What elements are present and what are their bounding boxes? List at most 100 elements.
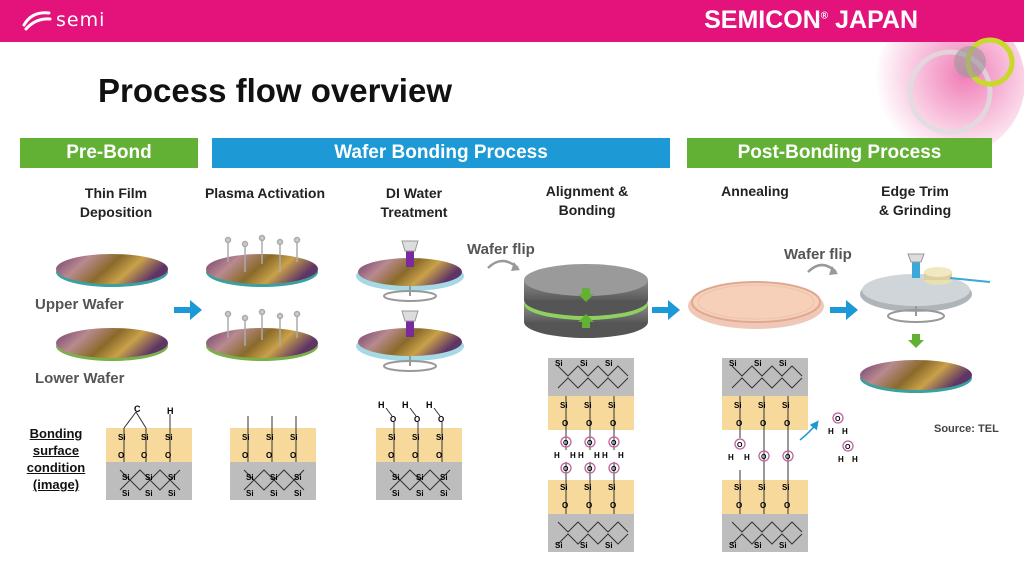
svg-text:H: H — [378, 400, 385, 410]
step-edge-trim: Edge Trim& Grinding — [878, 183, 952, 218]
svg-text:Si: Si — [729, 359, 737, 368]
svg-text:Si: Si — [754, 359, 762, 368]
svg-text:O: O — [785, 454, 791, 461]
semi-logo-text: semi — [56, 9, 106, 31]
svg-text:Si: Si — [779, 541, 787, 550]
svg-text:Si: Si — [555, 541, 563, 550]
svg-text:Si: Si — [758, 483, 766, 492]
flow-arrow-1 — [174, 300, 202, 320]
svg-text:Si: Si — [754, 541, 762, 550]
svg-text:Si: Si — [584, 401, 592, 410]
svg-text:O: O — [562, 419, 568, 428]
svg-text:O: O — [412, 451, 418, 460]
svg-text:Si: Si — [290, 433, 298, 442]
svg-text:Si: Si — [440, 473, 448, 482]
svg-text:O: O — [563, 440, 569, 447]
svg-text:O: O — [737, 442, 743, 449]
wafer-flip-label-2: Wafer flip — [784, 246, 852, 263]
event-title-mark: ® — [820, 10, 829, 22]
surface-bonding-stack: Si Si Si Si Si Si O O O O O O H H H H H … — [548, 358, 634, 552]
svg-text:O: O — [390, 415, 396, 424]
svg-text:Si: Si — [584, 483, 592, 492]
svg-text:H: H — [426, 400, 433, 410]
step-annealing: Annealing — [721, 183, 789, 199]
svg-text:Si: Si — [242, 433, 250, 442]
svg-text:O: O — [438, 415, 444, 424]
svg-text:O: O — [760, 501, 766, 510]
semi-logo: semi — [22, 8, 132, 32]
wafer-lower-plasma — [206, 328, 318, 361]
svg-text:O: O — [436, 451, 442, 460]
svg-text:O: O — [242, 451, 248, 460]
svg-text:Si: Si — [758, 401, 766, 410]
svg-text:O: O — [784, 501, 790, 510]
lower-wafer-label: Lower Wafer — [35, 370, 125, 387]
surface-prebond: C H Si Si Si O O O Si Si Si Si Si Si — [106, 404, 192, 500]
svg-text:H: H — [167, 406, 174, 416]
svg-text:Si: Si — [436, 433, 444, 442]
svg-text:Si: Si — [608, 401, 616, 410]
svg-text:H: H — [402, 400, 409, 410]
svg-text:H: H — [852, 455, 858, 464]
svg-text:H: H — [728, 453, 734, 462]
svg-text:Si: Si — [605, 541, 613, 550]
wafer-lower-prebond — [56, 328, 168, 361]
svg-text:Si: Si — [729, 541, 737, 550]
svg-text:Si: Si — [734, 483, 742, 492]
svg-text:O: O — [587, 440, 593, 447]
svg-text:O: O — [165, 451, 171, 460]
surface-di-water: H H H O O O Si Si Si O O O Si Si Si Si S… — [376, 400, 462, 500]
svg-text:Si: Si — [294, 489, 302, 498]
svg-text:O: O — [563, 466, 569, 473]
svg-text:O: O — [611, 466, 617, 473]
svg-text:H: H — [838, 455, 844, 464]
svg-text:Si: Si — [392, 473, 400, 482]
wafer-upper-plasma — [206, 254, 318, 287]
flow-arrow-3 — [830, 300, 858, 320]
svg-text:Si: Si — [388, 433, 396, 442]
bonding-surface-label: Bonding surface condition (image) — [26, 426, 86, 492]
svg-text:H: H — [578, 451, 584, 460]
svg-text:Si: Si — [608, 483, 616, 492]
category-wafer-bonding: Wafer Bonding Process — [212, 138, 670, 168]
svg-text:Si: Si — [118, 433, 126, 442]
svg-text:Si: Si — [782, 483, 790, 492]
svg-text:Si: Si — [416, 489, 424, 498]
svg-text:Si: Si — [168, 489, 176, 498]
svg-text:O: O — [760, 419, 766, 428]
header-banner — [0, 0, 1024, 42]
category-pre-bond: Pre-Bond — [20, 138, 198, 168]
decorative-rings — [875, 22, 1024, 152]
wafer-lower-di-water — [356, 310, 464, 372]
edge-trim-tool — [860, 253, 991, 348]
svg-text:Si: Si — [294, 473, 302, 482]
svg-text:O: O — [586, 419, 592, 428]
svg-text:O: O — [587, 466, 593, 473]
svg-text:H: H — [594, 451, 600, 460]
svg-text:O: O — [736, 501, 742, 510]
wafer-upper-di-water — [356, 240, 464, 302]
svg-text:Si: Si — [416, 473, 424, 482]
svg-text:O: O — [141, 451, 147, 460]
page-title: Process flow overview — [98, 72, 452, 109]
semi-swoosh-icon — [22, 11, 52, 31]
svg-text:Si: Si — [122, 489, 130, 498]
bonded-wafer-stack — [524, 264, 648, 338]
svg-text:Si: Si — [168, 473, 176, 482]
svg-text:Si: Si — [270, 489, 278, 498]
svg-text:O: O — [562, 501, 568, 510]
svg-text:H: H — [618, 451, 624, 460]
event-title-main: SEMICON — [704, 6, 821, 34]
svg-text:O: O — [761, 454, 767, 461]
svg-text:O: O — [736, 419, 742, 428]
svg-text:Si: Si — [440, 489, 448, 498]
svg-text:H: H — [602, 451, 608, 460]
water-molecules: O H H O H H — [828, 412, 858, 464]
svg-text:Si: Si — [246, 489, 254, 498]
surface-annealing-stack: Si Si Si Si Si Si O O O O O O H H Si Si … — [722, 358, 819, 552]
ground-wafer — [860, 360, 972, 393]
svg-text:O: O — [610, 501, 616, 510]
